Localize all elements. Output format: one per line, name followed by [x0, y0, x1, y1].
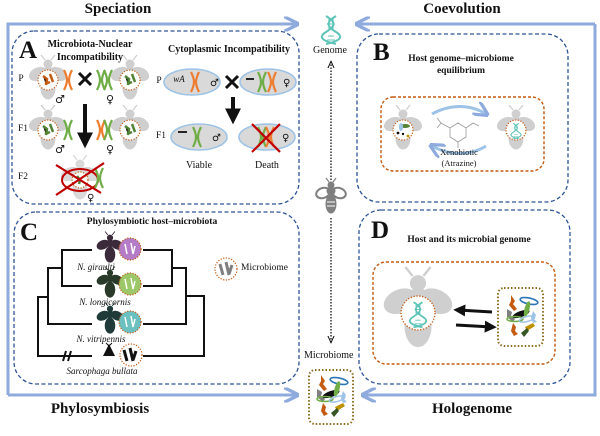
- species-label-n-giraulti: N. giraulti: [77, 262, 115, 272]
- mni-title-line2: Incompatibility: [56, 51, 124, 63]
- cross-icon: [77, 71, 93, 87]
- svg-text:♀: ♀: [87, 193, 94, 204]
- center-microbiome-icon: [316, 374, 350, 418]
- ci-gen-p: P: [156, 76, 162, 86]
- b-cycle-arrow-bottom: [432, 146, 487, 154]
- species-label-n-vitripennis: N. vitripennis: [76, 334, 126, 344]
- species-label-n-longicornis: N. longicornis: [79, 297, 131, 307]
- svg-text:♀: ♀: [283, 78, 290, 89]
- hologenome-arrow: [364, 24, 597, 395]
- xenobiotic-line1: Xenobiotic: [440, 147, 478, 157]
- mni-title: Microbiota-Nuclear Incompatibility: [48, 39, 133, 64]
- microbiome-label: Microbiome: [304, 350, 354, 361]
- panel-d-letter: D: [371, 217, 390, 244]
- ci-p-male-cell: [163, 68, 221, 96]
- mni-gen-p: P: [18, 74, 24, 84]
- panel-a-frame: [11, 30, 300, 205]
- hologenome-title: Hologenome: [432, 401, 512, 417]
- f2-death-cross-icon: [55, 162, 105, 196]
- svg-text:♀: ♀: [106, 93, 114, 106]
- mni-title-line1: Microbiota-Nuclear: [47, 39, 133, 50]
- genome-dna-icon: [320, 15, 342, 45]
- svg-text:♀: ♀: [282, 133, 289, 144]
- n-longicornis-microbiome-icon: [118, 272, 142, 296]
- phylosymbiosis-title: Phylosymbiosis: [50, 401, 150, 417]
- center-bee-icon: [315, 177, 347, 214]
- speciation-title: Speciation: [84, 1, 152, 17]
- atrazine-molecule-icon: [436, 117, 480, 148]
- panel-d-inner-frame: [372, 261, 556, 365]
- genome-label: Genome: [313, 45, 347, 56]
- xenobiotic-line2: (Atrazine): [441, 157, 477, 168]
- d-microbiome-icon: [506, 294, 540, 338]
- death-label: Death: [255, 160, 279, 171]
- svg-text:♂: ♂: [55, 143, 65, 156]
- xenobiotic-label: Xenobiotic (Atrazine): [440, 147, 478, 168]
- legend-microbiome-label: Microbiome: [241, 263, 288, 273]
- mni-gen-f1: F1: [17, 124, 29, 134]
- d-arrow-left: [453, 304, 493, 317]
- panel-b-letter: B: [373, 39, 390, 66]
- coevolution-title: Coevolution: [423, 1, 501, 17]
- panel-b-title-line1: Host genome–microbiome: [408, 54, 514, 64]
- ci-gen-f1: F1: [155, 131, 167, 141]
- b-cycle-arrow-top: [431, 107, 486, 115]
- svg-text:♀: ♀: [106, 143, 114, 156]
- panel-c-letter: C: [20, 219, 39, 246]
- viable-label: Viable: [185, 160, 213, 171]
- n-vitripennis-microbiome-icon: [118, 310, 142, 334]
- panel-b-inner-frame: [380, 96, 545, 172]
- panel-b-title: Host genome–microbiome equilibrium: [408, 54, 514, 78]
- panel-a-letter: A: [19, 37, 38, 64]
- panel-d-title: Host and its microbial genome: [407, 235, 531, 245]
- speciation-arrow: [6, 24, 296, 395]
- species-label-sarcophaga-bullata: Sarcophaga bullata: [66, 366, 138, 376]
- wolbachia-label: wA: [173, 74, 185, 84]
- panel-c-title: Phylosymbiotic host–microbiota: [86, 217, 218, 227]
- panel-b-title-line2: equilibrium: [436, 65, 486, 76]
- mni-gen-f2: F2: [17, 172, 29, 182]
- ci-title: Cytoplasmic Incompatibility: [168, 44, 290, 55]
- d-arrow-right: [455, 320, 497, 333]
- outer-frame: [6, 24, 597, 395]
- svg-text:♂: ♂: [212, 133, 221, 144]
- sarcophaga-host-icon: [103, 342, 115, 356]
- panel-b-frame: [356, 33, 569, 203]
- center-microbiome-box: [308, 369, 354, 425]
- legend-microbiome-icon: [214, 257, 238, 281]
- svg-text:♂: ♂: [210, 78, 219, 89]
- ci-death-cross-icon: [251, 123, 281, 153]
- panel-c-frame: [13, 211, 300, 385]
- ci-p-female-cell: [239, 68, 297, 96]
- n-giraulti-microbiome-icon: [118, 237, 142, 261]
- panel-d-frame: [358, 209, 571, 385]
- svg-text:♂: ♂: [55, 93, 65, 106]
